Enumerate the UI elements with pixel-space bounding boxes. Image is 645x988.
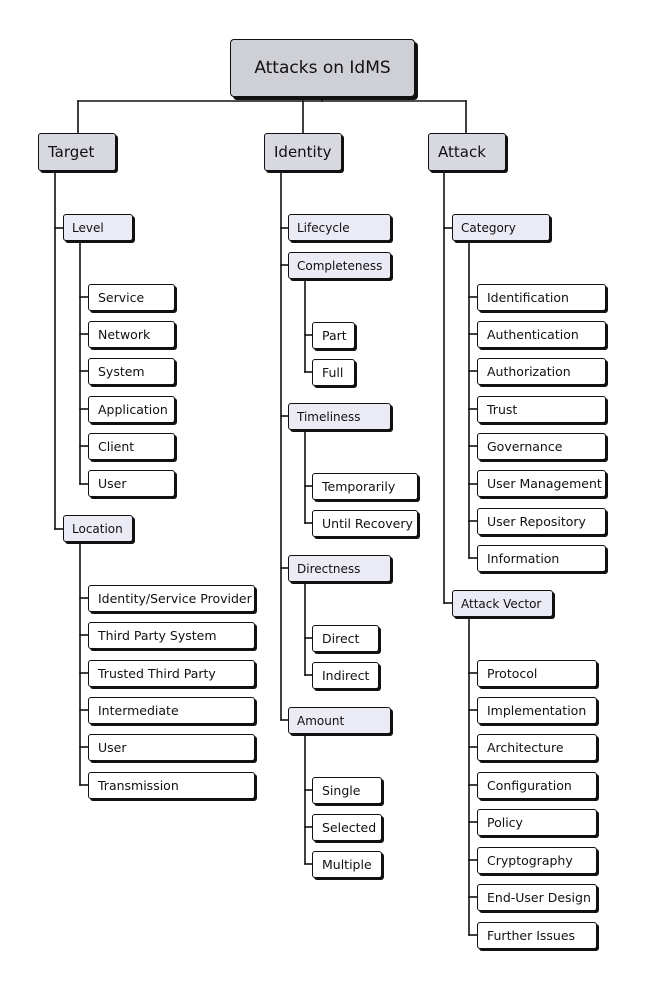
- item-implementation: Implementation: [477, 697, 597, 724]
- item-transmission: Transmission: [88, 772, 255, 799]
- item-identification: Identification: [477, 284, 606, 311]
- item-protocol: Protocol: [477, 660, 597, 687]
- item-information: Information: [477, 545, 606, 572]
- item-direct: Direct: [312, 625, 379, 652]
- branch-attack: Attack: [428, 133, 506, 171]
- item-user-level: User: [88, 470, 175, 497]
- root-node: Attacks on IdMS: [230, 39, 415, 97]
- item-user-location: User: [88, 734, 255, 761]
- item-further-issues: Further Issues: [477, 922, 597, 949]
- group-directness: Directness: [288, 555, 391, 582]
- item-indirect: Indirect: [312, 662, 379, 689]
- group-timeliness: Timeliness: [288, 403, 391, 430]
- item-intermediate: Intermediate: [88, 697, 255, 724]
- item-application: Application: [88, 396, 175, 423]
- group-location: Location: [63, 515, 133, 542]
- item-selected: Selected: [312, 814, 382, 841]
- item-authorization: Authorization: [477, 358, 606, 385]
- item-multiple: Multiple: [312, 851, 382, 878]
- item-single: Single: [312, 777, 382, 804]
- item-until-recovery: Until Recovery: [312, 510, 418, 537]
- item-end-user-design: End-User Design: [477, 884, 597, 911]
- item-full: Full: [312, 359, 355, 386]
- item-network: Network: [88, 321, 175, 348]
- item-trust: Trust: [477, 396, 606, 423]
- group-attack-vector: Attack Vector: [452, 590, 553, 617]
- item-service: Service: [88, 284, 175, 311]
- item-identity-service-provider: Identity/Service Provider: [88, 585, 255, 612]
- group-level: Level: [63, 214, 133, 241]
- item-trusted-third-party: Trusted Third Party: [88, 660, 255, 687]
- item-third-party-system: Third Party System: [88, 622, 255, 649]
- item-policy: Policy: [477, 809, 597, 836]
- item-architecture: Architecture: [477, 734, 597, 761]
- branch-target: Target: [38, 133, 116, 171]
- group-amount: Amount: [288, 707, 391, 734]
- item-part: Part: [312, 322, 355, 349]
- item-cryptography: Cryptography: [477, 847, 597, 874]
- item-authentication: Authentication: [477, 321, 606, 348]
- group-lifecycle: Lifecycle: [288, 214, 391, 241]
- item-client: Client: [88, 433, 175, 460]
- group-category: Category: [452, 214, 550, 241]
- item-governance: Governance: [477, 433, 606, 460]
- branch-identity: Identity: [264, 133, 342, 171]
- group-completeness: Completeness: [288, 252, 391, 279]
- item-temporarily: Temporarily: [312, 473, 418, 500]
- item-user-repository: User Repository: [477, 508, 606, 535]
- item-system: System: [88, 358, 175, 385]
- item-user-management: User Management: [477, 470, 606, 497]
- item-configuration: Configuration: [477, 772, 597, 799]
